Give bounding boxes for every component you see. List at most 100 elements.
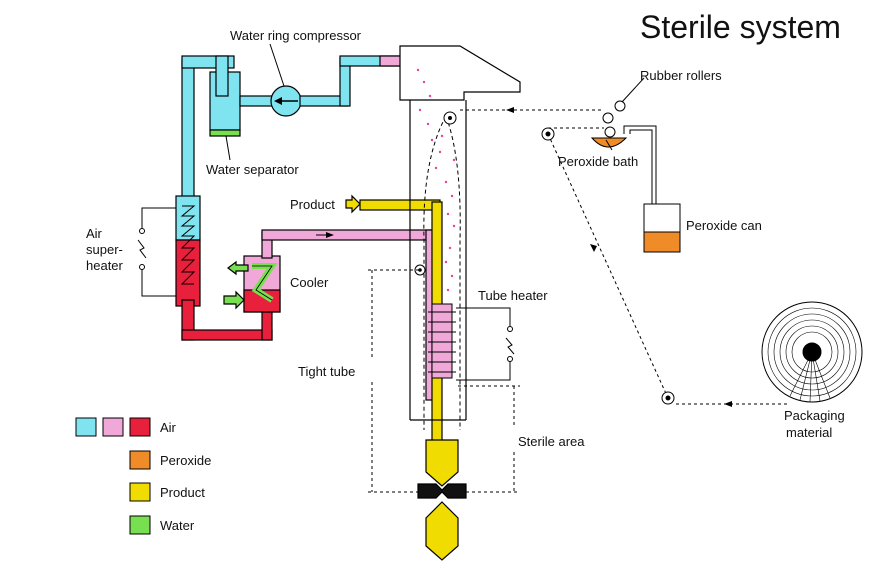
legend-label: Water: [160, 518, 195, 533]
label-peroxide-bath: Peroxide bath: [558, 154, 638, 169]
label-packaging-material-line1: Packaging: [784, 408, 845, 423]
label-air-superheater-line3: heater: [86, 258, 124, 273]
pink-flow-arrowhead: [326, 232, 334, 238]
rubber-roller-middle-icon: [602, 112, 614, 124]
sterile-chamber: [399, 45, 521, 421]
peroxide-can-liquid: [643, 231, 681, 253]
legend-label: Peroxide: [160, 453, 211, 468]
leader-peroxide-bath: [605, 139, 613, 151]
product-inlet-arrow-icon: [345, 194, 361, 214]
tube-heater-contact-top: [507, 326, 513, 332]
cooler-coil-outline: [252, 265, 273, 301]
sealed-package: [425, 501, 459, 561]
cooler-water-in-arrow-icon: [223, 290, 245, 310]
superheater-coil: [180, 205, 196, 285]
web-direction-arrow-top: [506, 107, 514, 113]
legend-swatch: [102, 417, 124, 437]
peroxide-bath-basin: [590, 137, 628, 148]
label-packaging-material-line2: material: [786, 425, 832, 440]
label-tube-heater: Tube heater: [478, 288, 548, 303]
superheater-cold-section: [175, 195, 201, 241]
packaging-reel: [761, 301, 863, 403]
leader-separator: [225, 135, 231, 161]
peroxide-feed-pipe: [623, 125, 657, 204]
superheater-hot-section: [175, 239, 201, 307]
label-water-ring-compressor: Water ring compressor: [230, 28, 362, 43]
legend-swatch: [129, 450, 151, 470]
diagram-title: Sterile system: [640, 9, 841, 45]
chamber-hood: [399, 45, 521, 101]
hot-air-pipe-bottom: [181, 329, 273, 341]
label-tight-tube: Tight tube: [298, 364, 355, 379]
legend-label: Product: [160, 485, 205, 500]
tube-heater-lightning-icon: [505, 337, 515, 355]
tube-heater-element: [431, 303, 453, 379]
leader-rubber-rollers: [621, 77, 645, 103]
label-peroxide-can: Peroxide can: [686, 218, 762, 233]
cooler-water-out-arrow-icon: [227, 260, 249, 276]
label-product: Product: [290, 197, 335, 212]
label-sterile-area: Sterile area: [518, 434, 585, 449]
rubber-roller-bottom-icon: [604, 126, 616, 138]
reel-ring-4: [785, 325, 839, 379]
water-separator-water: [209, 129, 241, 137]
tube-heater-wire-top: [456, 307, 511, 326]
web-direction-arrow-bottom: [724, 401, 732, 407]
superheater-electrical: [137, 207, 176, 297]
web-roller-bottom-center: [665, 395, 671, 401]
superheater-contact-bottom: [139, 264, 145, 270]
peroxide-bath-assembly: [590, 100, 681, 253]
product-filling: [417, 439, 467, 561]
label-water-separator: Water separator: [206, 162, 299, 177]
top-roller-center: [448, 116, 452, 120]
legend-swatch: [129, 515, 151, 535]
web-direction-arrow-diagonal: [590, 244, 597, 252]
air-pipe-left: [181, 59, 195, 201]
web-roller-left-center: [545, 131, 551, 137]
superheater-contact-top: [139, 228, 145, 234]
legend-label: Air: [160, 420, 177, 435]
superheater-wire-bottom: [141, 270, 176, 297]
tube-heater-wire-bottom: [456, 362, 511, 381]
legend-swatch: [129, 417, 151, 437]
leader-compressor: [269, 43, 285, 87]
cooler: [223, 229, 437, 401]
cooler-body-bottom: [243, 289, 281, 313]
leader-lines: [225, 43, 645, 161]
air-cold-circuit: [181, 55, 411, 201]
legend-swatch: [129, 482, 151, 502]
air-superheater: [175, 195, 273, 341]
reel-hatching: [789, 351, 831, 403]
label-rubber-rollers: Rubber rollers: [640, 68, 722, 83]
air-pipe-to-compressor: [239, 95, 275, 107]
tube-heater: [428, 303, 515, 381]
filled-tube-product: [425, 439, 459, 487]
product-pipe-horizontal: [359, 199, 441, 211]
label-air-superheater-line2: super-: [86, 242, 123, 257]
compressor-arrowhead: [274, 97, 282, 105]
dimension-lines: [368, 269, 520, 493]
reel-outer-icon: [761, 301, 863, 403]
peroxide-mist: [416, 68, 456, 292]
legend-swatch: [75, 417, 97, 437]
sealing-jaws: [417, 483, 467, 499]
separator-inlet: [215, 55, 229, 97]
packaging-web-path: [460, 107, 790, 407]
reel-ring-2: [773, 313, 851, 391]
label-cooler: Cooler: [290, 275, 329, 290]
reel-ring-3: [779, 319, 845, 385]
reel-ring-5: [791, 331, 833, 373]
label-air-superheater-line1: Air: [86, 226, 103, 241]
packaging-tube-outline: [423, 115, 461, 430]
superheater-lightning-icon: [137, 239, 147, 259]
rubber-roller-top-icon: [614, 100, 626, 112]
peroxide-return-pipe: [629, 129, 653, 204]
tube-heater-contact-bottom: [507, 356, 513, 362]
tube-roller-center: [418, 268, 422, 272]
superheater-wire-top: [141, 207, 176, 228]
web-path-diagonal: [547, 133, 669, 399]
reel-ring-1: [767, 307, 857, 397]
